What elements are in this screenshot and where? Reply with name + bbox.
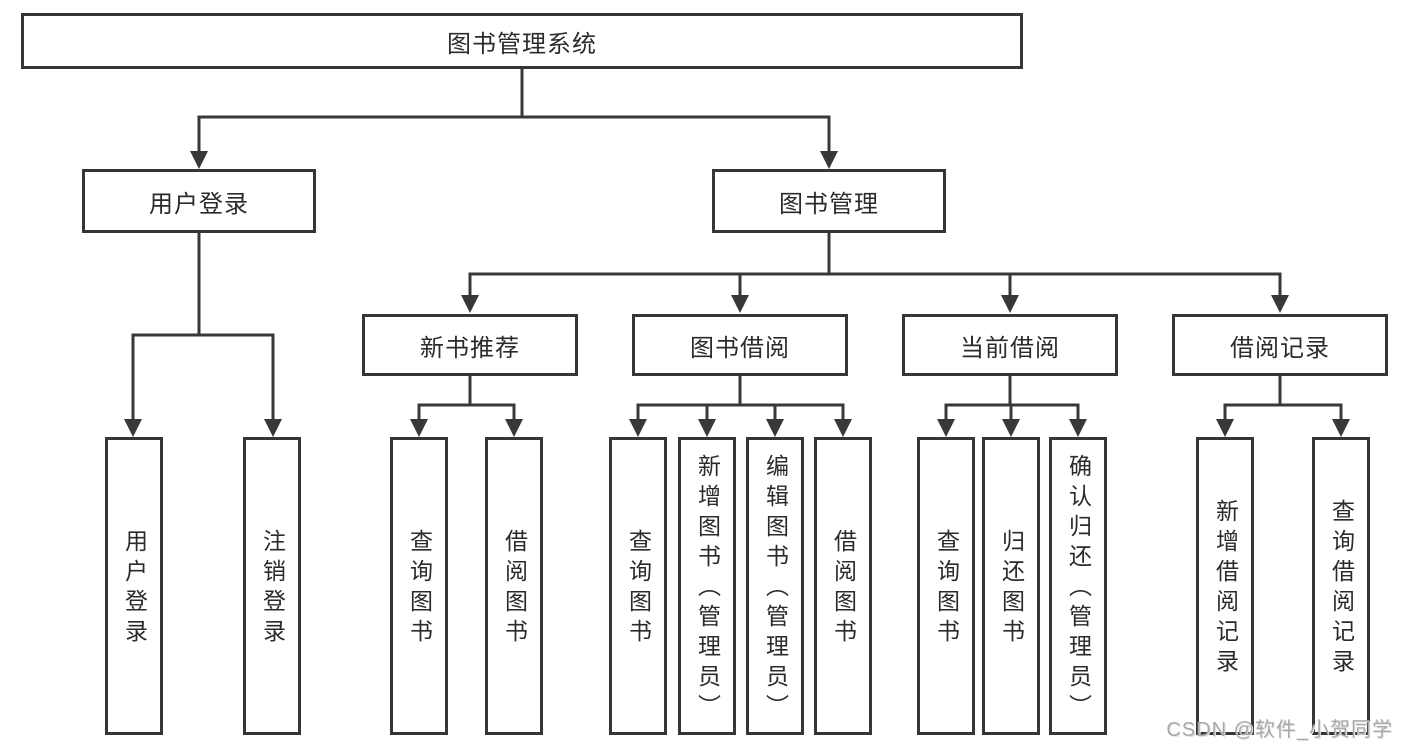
node-book-borrow: 图书借阅 [632,314,848,376]
node-new-book-recommend-label: 新书推荐 [420,334,520,362]
leaf-logout: 注销登录 [243,437,301,735]
leaf-borrow-books-label: 借阅图书 [830,529,857,649]
leaf-borrow-query-books-label: 查询图书 [625,529,652,649]
csdn-watermark: CSDN @软件_小贺同学 [1166,719,1393,741]
leaf-query-borrow-record: 查询借阅记录 [1312,437,1370,735]
node-library-system-label: 图书管理系统 [447,30,597,58]
node-new-book-recommend: 新书推荐 [362,314,578,376]
node-current-borrow-label: 当前借阅 [960,334,1060,362]
leaf-current-query-books: 查询图书 [917,437,975,735]
leaf-add-books-admin: 新增图书（管理员） [678,437,736,735]
leaf-recommend-borrow-books-label: 借阅图书 [501,529,528,649]
leaf-add-borrow-record-label: 新增借阅记录 [1212,499,1239,679]
node-borrow-records-label: 借阅记录 [1230,334,1330,362]
node-user-login-label: 用户登录 [149,190,249,218]
leaf-confirm-return-admin-label: 确认归还（管理员） [1065,454,1092,724]
leaf-current-query-books-label: 查询图书 [933,529,960,649]
node-current-borrow: 当前借阅 [902,314,1118,376]
leaf-user-login-label: 用户登录 [121,529,148,649]
node-book-borrow-label: 图书借阅 [690,334,790,362]
leaf-add-books-admin-label: 新增图书（管理员） [694,454,721,724]
leaf-edit-books-admin-label: 编辑图书（管理员） [762,454,789,724]
leaf-recommend-borrow-books: 借阅图书 [485,437,543,735]
leaf-return-books-label: 归还图书 [998,529,1025,649]
node-library-system: 图书管理系统 [21,13,1023,69]
leaf-query-borrow-record-label: 查询借阅记录 [1328,499,1355,679]
leaf-edit-books-admin: 编辑图书（管理员） [746,437,804,735]
node-borrow-records: 借阅记录 [1172,314,1388,376]
leaf-recommend-query-books: 查询图书 [390,437,448,735]
leaf-logout-label: 注销登录 [259,529,286,649]
leaf-recommend-query-books-label: 查询图书 [406,529,433,649]
leaf-confirm-return-admin: 确认归还（管理员） [1049,437,1107,735]
leaf-add-borrow-record: 新增借阅记录 [1196,437,1254,735]
node-book-management: 图书管理 [712,169,946,233]
node-book-management-label: 图书管理 [779,190,879,218]
leaf-borrow-books: 借阅图书 [814,437,872,735]
node-user-login: 用户登录 [82,169,316,233]
leaf-user-login: 用户登录 [105,437,163,735]
leaf-borrow-query-books: 查询图书 [609,437,667,735]
leaf-return-books: 归还图书 [982,437,1040,735]
